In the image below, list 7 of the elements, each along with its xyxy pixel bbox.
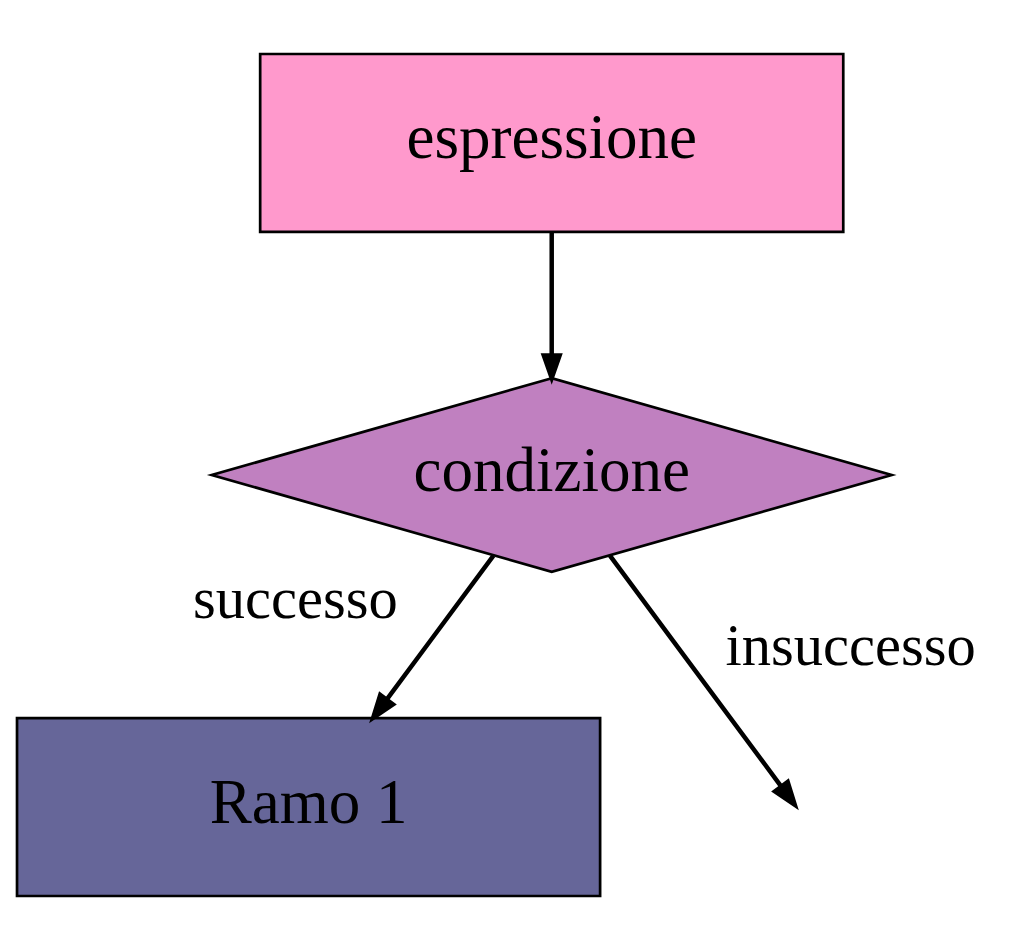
edge-label: insuccesso (725, 613, 976, 679)
node-box: Ramo 1 (15, 716, 602, 898)
node-diamond: condizione (206, 376, 897, 574)
arrow (608, 554, 799, 811)
arrow (540, 232, 563, 385)
node-box: espressione (258, 52, 845, 234)
arrow (369, 554, 496, 724)
